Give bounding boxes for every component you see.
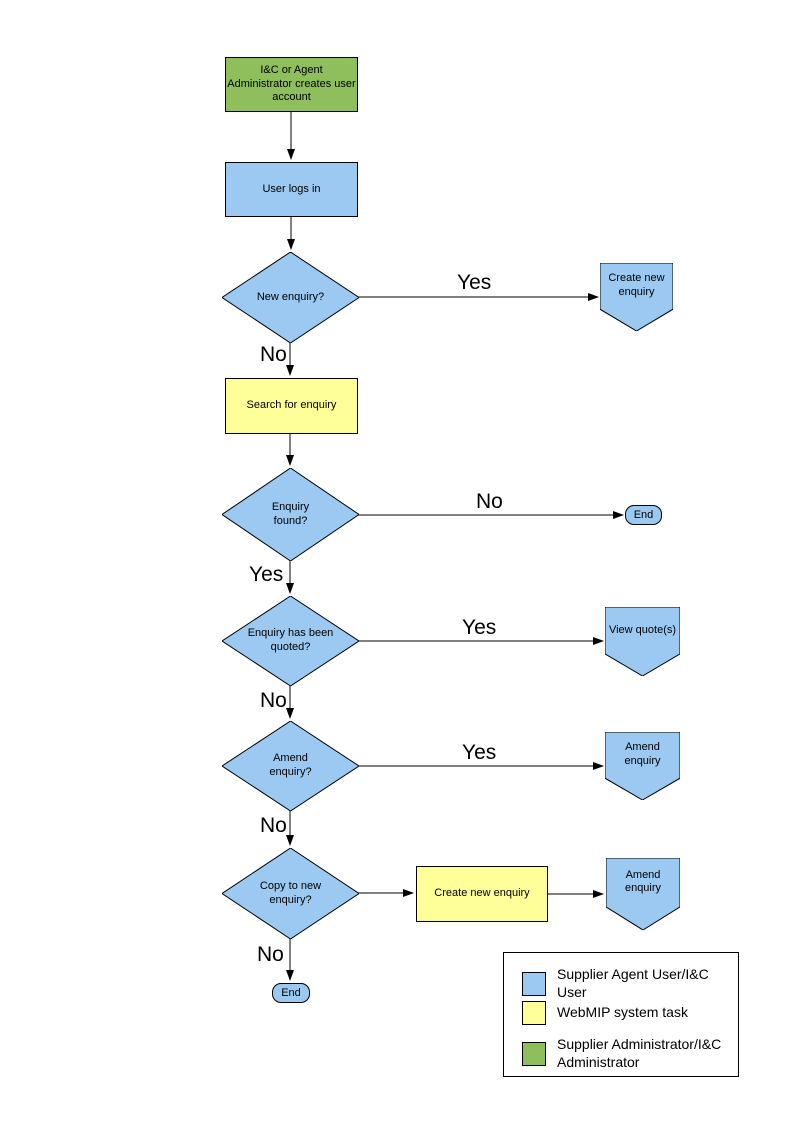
legend-swatch-supplier-agent-user — [522, 971, 546, 996]
legend-label-supplier-administrator: Supplier Administrator/I&C Administrator — [557, 1036, 722, 1070]
terminator-end-right: End — [625, 505, 662, 525]
terminator-end-bottom: End — [272, 983, 310, 1003]
diamond-shape — [222, 848, 359, 939]
diamond-shape — [222, 596, 359, 686]
legend-row-supplier-agent-user: Supplier Agent User/I&C User — [522, 966, 741, 1001]
edge-label-enquiry-quoted-no: No — [260, 689, 287, 712]
decision-enquiry-quoted-label: Enquiry has been quoted? — [247, 627, 334, 653]
edge-label-copy-to-new-no: No — [257, 943, 284, 966]
legend-swatch-webmip-system-task — [522, 1001, 546, 1025]
decision-amend-enquiry: Amend enquiry? — [222, 721, 359, 811]
offpage-amend-enquiry-2-label: Amend enquiry — [624, 868, 662, 895]
diamond-shape — [222, 721, 359, 811]
offpage-amend-enquiry-2: Amend enquiry — [606, 858, 680, 930]
offpage-amend-enquiry: Amend enquiry — [605, 732, 680, 800]
legend: Supplier Agent User/I&C User WebMIP syst… — [503, 952, 739, 1077]
pentagon-shape — [606, 858, 680, 930]
pentagon-shape — [605, 732, 680, 800]
process-create-new-enquiry-task: Create new enquiry — [416, 866, 548, 922]
edge-label-new-enquiry-yes: Yes — [457, 271, 492, 294]
edge-label-amend-enquiry-no: No — [260, 814, 287, 837]
decision-amend-enquiry-label: Amend enquiry? — [269, 752, 312, 778]
process-admin-creates-account: I&C or Agent Administrator creates user … — [225, 57, 358, 112]
decision-copy-to-new-enquiry-label: Copy to new enquiry? — [259, 879, 322, 906]
process-search-for-enquiry: Search for enquiry — [225, 378, 358, 434]
offpage-amend-enquiry-label: Amend enquiry — [624, 741, 661, 768]
pentagon-shape — [605, 607, 680, 676]
decision-new-enquiry: New enquiry? — [222, 252, 359, 343]
legend-swatch-supplier-administrator — [522, 1041, 546, 1066]
legend-label-supplier-agent-user: Supplier Agent User/I&C User — [557, 966, 709, 1000]
decision-enquiry-found-label: Enquiry found? — [271, 500, 310, 527]
edge-label-new-enquiry-no: No — [260, 343, 287, 366]
offpage-create-new-enquiry-label: Create new enquiry — [608, 272, 665, 299]
decision-new-enquiry-label: New enquiry? — [256, 290, 325, 303]
offpage-create-new-enquiry: Create new enquiry — [600, 263, 673, 331]
offpage-view-quotes: View quote(s) — [605, 607, 680, 676]
edge-label-enquiry-found-yes: Yes — [249, 563, 284, 586]
edge-label-amend-enquiry-yes: Yes — [462, 741, 497, 764]
edge-label-enquiry-found-no: No — [476, 490, 503, 513]
process-user-logs-in: User logs in — [225, 162, 358, 217]
decision-enquiry-quoted: Enquiry has been quoted? — [222, 596, 359, 686]
offpage-view-quotes-label: View quote(s) — [608, 623, 677, 636]
legend-row-webmip-system-task: WebMIP system task — [522, 1001, 741, 1025]
diamond-shape — [222, 252, 359, 343]
decision-copy-to-new-enquiry: Copy to new enquiry? — [222, 848, 359, 939]
edge-label-enquiry-quoted-yes: Yes — [462, 616, 497, 639]
diamond-shape — [222, 468, 359, 561]
decision-enquiry-found: Enquiry found? — [222, 468, 359, 561]
legend-row-supplier-administrator: Supplier Administrator/I&C Administrator — [522, 1036, 741, 1071]
legend-label-webmip-system-task: WebMIP system task — [557, 1004, 688, 1021]
pentagon-shape — [600, 263, 673, 331]
